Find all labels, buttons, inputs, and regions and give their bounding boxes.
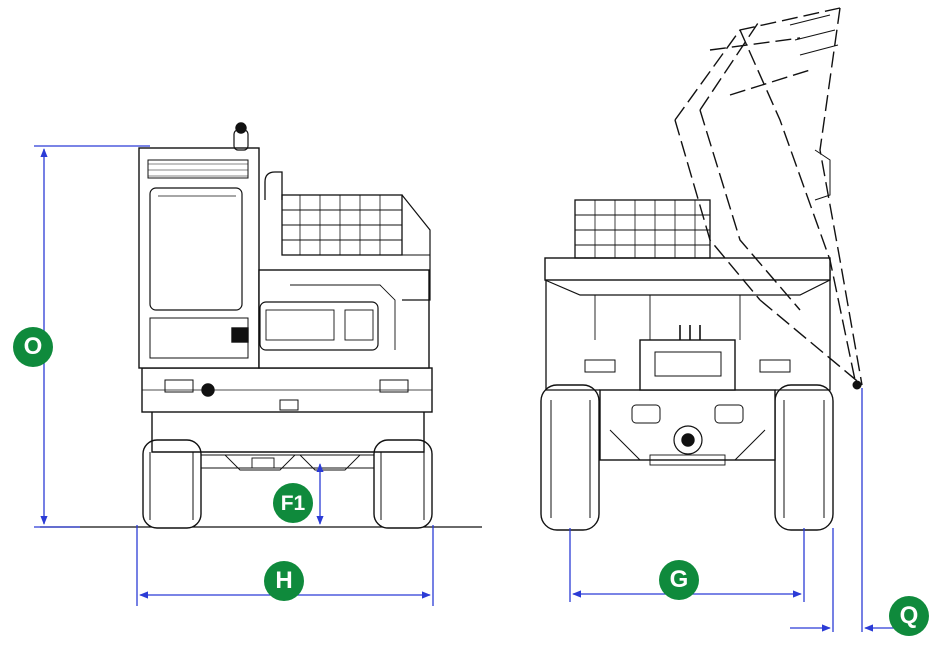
label-g-badge: G [659, 560, 699, 600]
label-h-badge: H [264, 561, 304, 601]
raised-dump-body [674, 7, 863, 386]
label-o-badge: O [13, 327, 53, 367]
label-f1-badge: F1 [273, 483, 313, 523]
label-q-badge: Q [889, 596, 929, 636]
front-right-wheel [373, 439, 433, 529]
front-view [138, 122, 433, 529]
rear-view [540, 199, 834, 531]
front-left-wheel [142, 439, 202, 529]
